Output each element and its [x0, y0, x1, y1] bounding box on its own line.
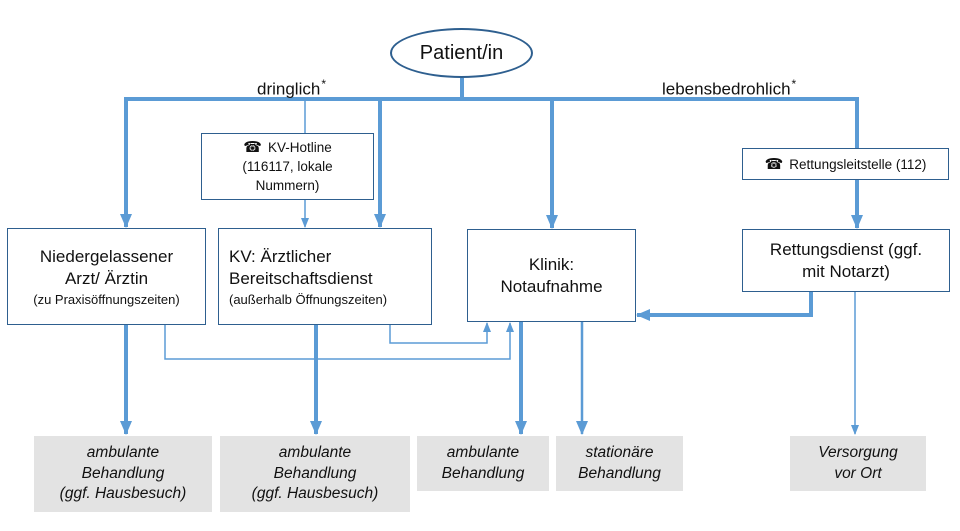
rescue-dispatch-node: ☎Rettungsleitstelle (112) [742, 148, 949, 180]
clinic-node: Klinik: Notaufnahme [467, 229, 636, 322]
gp-node: Niedergelassener Arzt/ Ärztin (zu Praxis… [7, 228, 206, 325]
outcome-gp-ambulant: ambulante Behandlung (ggf. Hausbesuch) [34, 436, 212, 512]
arrow-kv-to-clinic [389, 322, 491, 344]
branch-label-urgent: dringlich* [257, 77, 326, 99]
branch-label-life-threatening: lebensbedrohlich* [662, 77, 797, 99]
arrow-gp-to-clinic [164, 322, 514, 360]
telephone-icon: ☎ [764, 156, 784, 173]
kv-hotline-node: ☎KV-Hotline (116117, lokale Nummern) [201, 133, 374, 200]
patient-node: Patient/in [390, 28, 533, 78]
kv-service-node: KV: Ärztlicher Bereitschaftsdienst (auße… [218, 228, 432, 325]
ems-node: Rettungsdienst (ggf. mit Notarzt) [742, 229, 950, 292]
outcome-kv-ambulant: ambulante Behandlung (ggf. Hausbesuch) [220, 436, 410, 512]
outcome-onsite-care: Versorgung vor Ort [790, 436, 926, 491]
telephone-icon: ☎ [243, 139, 262, 157]
outcome-clinic-stationary: stationäre Behandlung [556, 436, 683, 491]
outcome-clinic-ambulant: ambulante Behandlung [417, 436, 549, 491]
arrow-ems-to-clinic [636, 292, 813, 321]
patient-label: Patient/in [419, 41, 504, 64]
